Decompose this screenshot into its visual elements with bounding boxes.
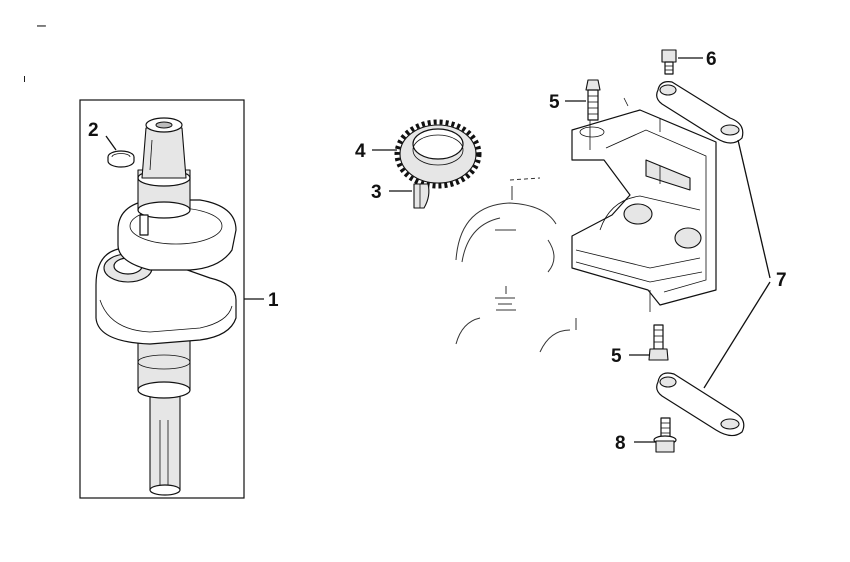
callout-6: 6 (706, 49, 717, 70)
callout-5-lower: 5 (611, 346, 622, 367)
leader-line-2 (105, 135, 117, 151)
crankshaft-part[interactable] (95, 117, 237, 496)
crankcase-bracket-part[interactable] (571, 97, 717, 312)
callout-7: 7 (776, 270, 787, 291)
crank-gear-part[interactable] (394, 119, 482, 189)
callout-5-upper: 5 (549, 92, 560, 113)
callout-8: 8 (615, 433, 626, 454)
bolt-lower-part[interactable] (648, 324, 669, 361)
corner-tick-mark: ı (23, 73, 26, 85)
callout-4: 4 (355, 141, 366, 162)
callout-1: 1 (268, 290, 279, 311)
leader-line-7b (703, 281, 771, 389)
callout-3: 3 (371, 182, 382, 203)
oil-seal-ring-part[interactable] (107, 150, 135, 168)
leader-line-7a (737, 139, 771, 279)
callout-2: 2 (88, 120, 99, 141)
corner-dash-mark: – (37, 17, 46, 34)
flange-bolt-part[interactable] (653, 417, 677, 453)
cap-screw-part[interactable] (661, 49, 677, 75)
connecting-link-upper-part[interactable] (656, 81, 744, 144)
background-sketch (455, 177, 577, 353)
bolt-upper-part[interactable] (585, 79, 601, 121)
woodruff-key-part[interactable] (413, 183, 430, 209)
crankshaft-group: 1 2 (79, 99, 279, 499)
connecting-link-lower-part[interactable] (656, 372, 745, 437)
